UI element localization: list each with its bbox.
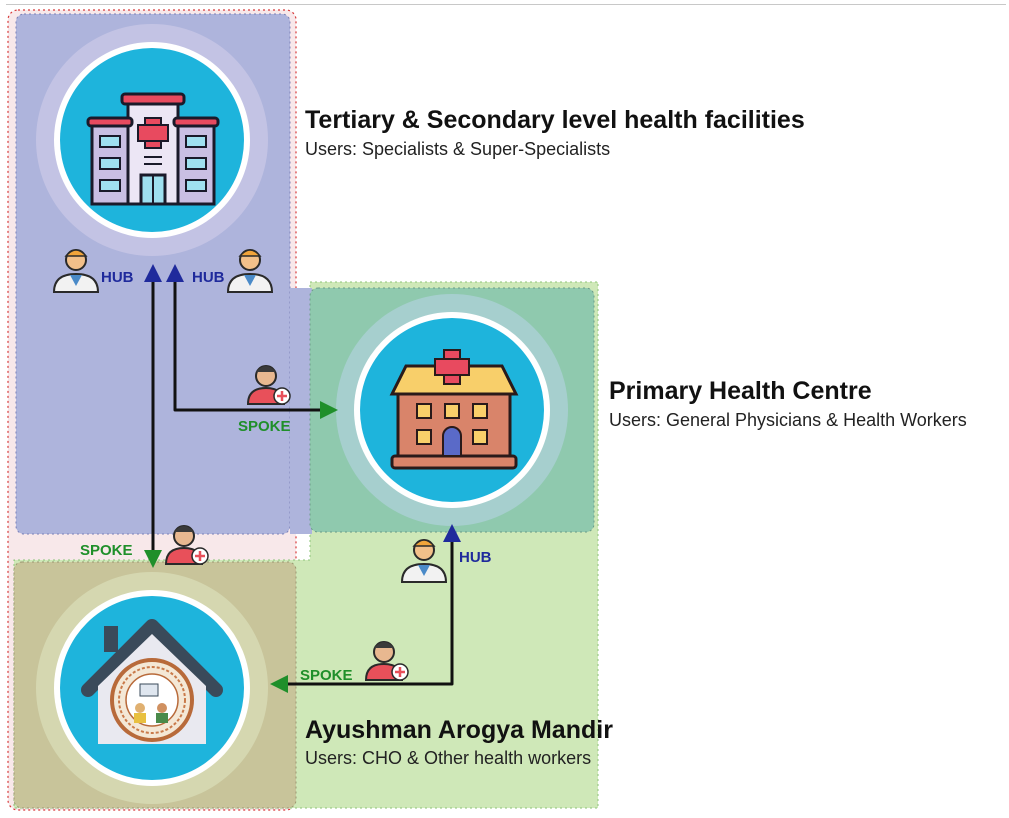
- patient-icon: [364, 641, 409, 681]
- arogya-title: Ayushman Arogya Mandir: [305, 716, 613, 744]
- doctor-icon: [52, 249, 100, 293]
- hub-arrowheads: [144, 264, 461, 542]
- connector-lines: [151, 280, 454, 686]
- primary-users: Users: General Physicians & Health Worke…: [609, 410, 967, 430]
- spoke-label: SPOKE: [238, 418, 291, 435]
- tertiary-title: Tertiary & Secondary level health facili…: [305, 106, 805, 134]
- spoke-label: SPOKE: [300, 667, 353, 684]
- hub-label: HUB: [459, 549, 492, 566]
- hospital-icon: [86, 92, 220, 206]
- primary-title: Primary Health Centre: [609, 377, 872, 405]
- clinic-icon: [389, 349, 519, 470]
- patient-icon: [246, 365, 291, 405]
- flow-labels: HUB HUB HUB SPOKE SPOKE SPOKE: [80, 269, 492, 684]
- arogya-users: Users: CHO & Other health workers: [305, 748, 592, 768]
- doctor-icon: [400, 539, 448, 583]
- patient-icon: [164, 525, 209, 565]
- hub-label: HUB: [192, 269, 225, 286]
- tertiary-users: Users: Specialists & Super-Specialists: [305, 139, 611, 159]
- spoke-label: SPOKE: [80, 542, 133, 559]
- health-centre-house-icon: [81, 619, 223, 744]
- hub-label: HUB: [101, 269, 134, 286]
- spoke-arrowheads: [144, 401, 338, 693]
- top-divider: [6, 4, 1006, 5]
- doctor-icon: [226, 249, 274, 293]
